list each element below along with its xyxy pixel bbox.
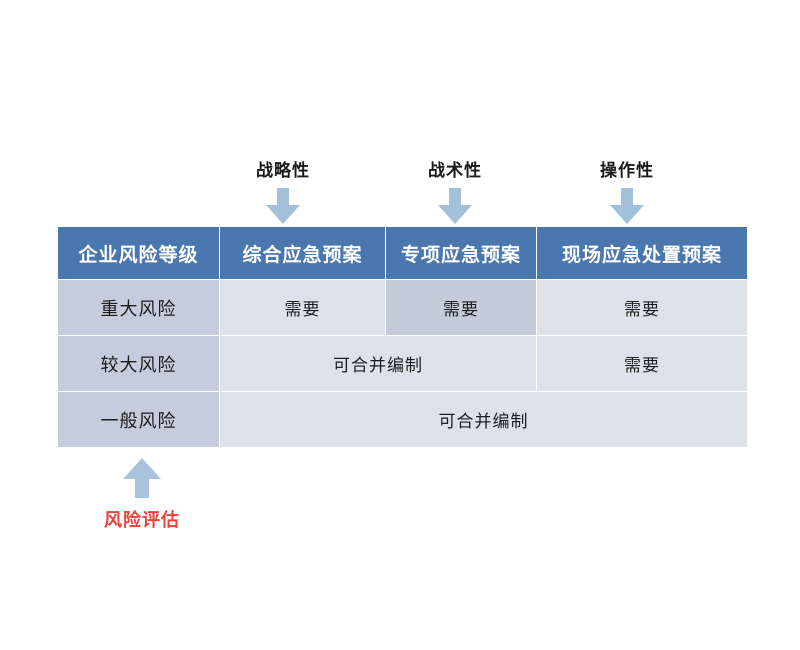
- bottom-annotation-risk-assessment: 风险评估: [57, 452, 227, 532]
- column-header-comprehensive-plan: 综合应急预案: [220, 227, 385, 279]
- arrow-up-icon: [123, 458, 161, 498]
- top-annotation-label: 战术性: [428, 161, 482, 181]
- top-annotation-tactical: 战术性: [395, 160, 515, 224]
- row-header-general-risk: 一般风险: [58, 392, 219, 447]
- top-annotation-operational: 操作性: [567, 160, 687, 224]
- top-annotation-label: 操作性: [600, 161, 654, 181]
- cell-major-comprehensive: 需要: [220, 280, 385, 335]
- top-annotation-label: 战略性: [256, 161, 310, 181]
- table-row: 重大风险 需要 需要 需要: [58, 280, 747, 335]
- bottom-annotation-label: 风险评估: [104, 510, 180, 531]
- row-header-relatively-major-risk: 较大风险: [58, 336, 219, 391]
- top-annotation-strategic: 战略性: [223, 160, 343, 224]
- column-header-risk-level: 企业风险等级: [58, 227, 219, 279]
- risk-plan-matrix: 企业风险等级 综合应急预案 专项应急预案 现场应急处置预案 重大风险 需要 需要…: [57, 226, 748, 448]
- row-header-major-risk: 重大风险: [58, 280, 219, 335]
- table-header-row: 企业风险等级 综合应急预案 专项应急预案 现场应急处置预案: [58, 227, 747, 279]
- cell-relatively-major-onsite: 需要: [537, 336, 747, 391]
- table-row: 较大风险 可合并编制 需要: [58, 336, 747, 391]
- table-row: 一般风险 可合并编制: [58, 392, 747, 447]
- column-header-special-plan: 专项应急预案: [386, 227, 536, 279]
- cell-major-special: 需要: [386, 280, 536, 335]
- cell-major-onsite: 需要: [537, 280, 747, 335]
- arrow-down-icon: [438, 188, 472, 224]
- cell-general-merged: 可合并编制: [220, 392, 747, 447]
- top-annotation-group: 战略性 战术性 操作性: [0, 160, 800, 230]
- column-header-onsite-plan: 现场应急处置预案: [537, 227, 747, 279]
- cell-relatively-major-merged: 可合并编制: [220, 336, 536, 391]
- arrow-down-icon: [610, 188, 644, 224]
- arrow-down-icon: [266, 188, 300, 224]
